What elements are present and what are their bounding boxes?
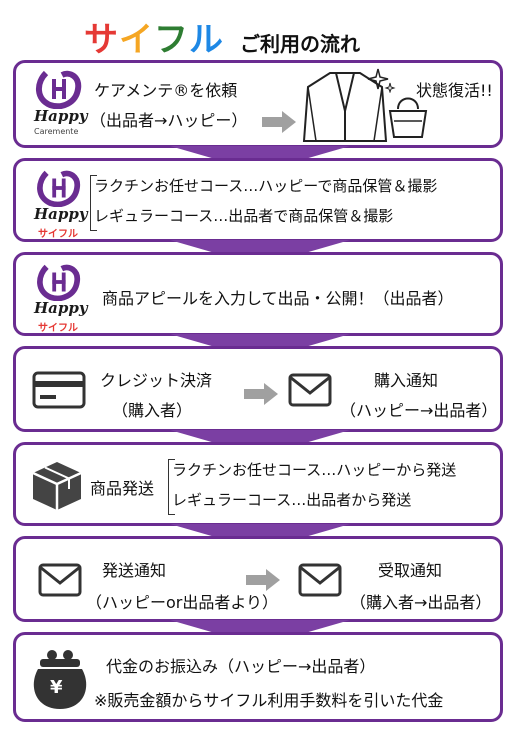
mail-icon bbox=[288, 373, 332, 407]
happy-saifuru-logo: Happy サイフル bbox=[32, 169, 88, 240]
step-request-caremente: Happy Caremente ケアメンテ®を依頼 （出品者→ハッピー） 状態復… bbox=[13, 60, 503, 148]
mail-icon bbox=[298, 563, 342, 597]
step4-left1: クレジット決済 bbox=[100, 371, 213, 390]
yen-symbol: ¥ bbox=[50, 677, 63, 698]
title-bar: サイフル ご利用の流れ bbox=[0, 10, 521, 60]
step7-line1: 代金のお振込み（ハッピー→出品者） bbox=[106, 657, 376, 676]
page-title: ご利用の流れ bbox=[240, 32, 360, 56]
gray-arrow-icon bbox=[244, 383, 278, 405]
step1-result: 状態復活!! bbox=[416, 81, 493, 100]
happy-caremente-logo: Happy Caremente bbox=[32, 69, 88, 141]
step4-right1: 購入通知 bbox=[374, 371, 439, 390]
step1-line2: （出品者→ハッピー） bbox=[90, 111, 248, 130]
step7-line2: ※販売金額からサイフル利用手数料を引いた代金 bbox=[94, 691, 444, 710]
happy-saifuru-logo: Happy サイフル bbox=[32, 263, 88, 334]
step2-line1: ラクチンお任せコース…ハッピーで商品保管＆撮影 bbox=[94, 177, 438, 195]
step6-left2: （ハッピーor出品者より） bbox=[86, 593, 279, 612]
step5-label: 商品発送 bbox=[90, 479, 155, 498]
handbag-icon bbox=[388, 97, 428, 138]
step2-line2: レギュラーコース…出品者で商品保管＆撮影 bbox=[94, 207, 394, 225]
step6-right1: 受取通知 bbox=[378, 561, 443, 580]
step-listing: Happy サイフル 商品アピールを入力して出品・公開！（出品者） bbox=[13, 252, 503, 336]
package-box-icon bbox=[32, 462, 82, 510]
step5-line2: レギュラーコース…出品者から発送 bbox=[172, 491, 412, 509]
bracket bbox=[168, 459, 175, 515]
step3-text: 商品アピールを入力して出品・公開！（出品者） bbox=[102, 289, 454, 308]
brand-logo: サイフル bbox=[84, 20, 224, 60]
step-notifications: 発送通知 （ハッピーor出品者より） 受取通知 （購入者→出品者） bbox=[13, 536, 503, 622]
gray-arrow-icon bbox=[246, 569, 280, 591]
credit-card-icon bbox=[32, 371, 86, 409]
sparkle-icon bbox=[367, 68, 396, 93]
step4-left2: （購入者） bbox=[112, 401, 193, 420]
coin-purse-icon bbox=[33, 650, 87, 709]
step-shipping: 商品発送 ラクチンお任せコース…ハッピーから発送 レギュラーコース…出品者から発… bbox=[13, 442, 503, 526]
gray-arrow-icon bbox=[262, 111, 296, 133]
step5-line1: ラクチンお任せコース…ハッピーから発送 bbox=[172, 461, 457, 479]
step-payout: ¥ 代金のお振込み（ハッピー→出品者） ※販売金額からサイフル利用手数料を引いた… bbox=[13, 632, 503, 722]
step6-right2: （購入者→出品者） bbox=[350, 593, 492, 612]
step6-left1: 発送通知 bbox=[102, 561, 167, 580]
bracket bbox=[90, 175, 97, 231]
mail-icon bbox=[38, 563, 82, 597]
step1-line1: ケアメンテ®を依頼 bbox=[94, 81, 238, 100]
step-course-select: Happy サイフル ラクチンお任せコース…ハッピーで商品保管＆撮影 レギュラー… bbox=[13, 158, 503, 242]
step4-right2: （ハッピー→出品者） bbox=[340, 401, 498, 420]
step-payment: クレジット決済 （購入者） 購入通知 （ハッピー→出品者） bbox=[13, 346, 503, 432]
jacket-icon bbox=[302, 72, 388, 142]
